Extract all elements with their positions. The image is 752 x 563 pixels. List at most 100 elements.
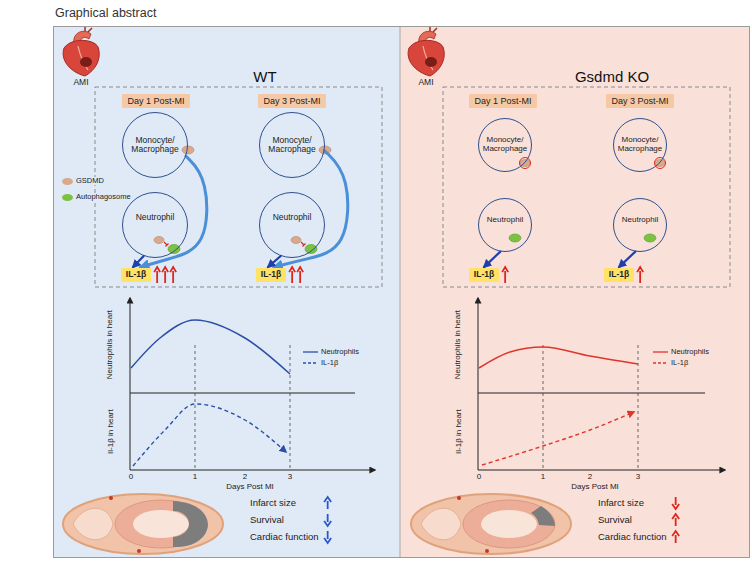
- inhibition-mark: [164, 242, 169, 247]
- knockout-ring: [520, 158, 531, 169]
- heart-body: [408, 40, 444, 76]
- axis-title: Neutrophils in heart: [105, 310, 114, 379]
- legend-line-sample: [653, 360, 668, 366]
- infarct-area: [173, 501, 208, 547]
- node-text: Day 3 Post-MI: [611, 96, 668, 106]
- gsdmd-mark: [655, 160, 665, 167]
- legend-item: IL-1β: [302, 359, 339, 368]
- legend-text: Neutrophils: [321, 348, 359, 357]
- axis-title: Days Post MI: [571, 482, 619, 491]
- condition-panel: WTDay 1 Post-MIDay 3 Post-MIMonocyte/ Ma…: [54, 27, 400, 557]
- node-text: IL-1β: [126, 269, 146, 279]
- timepoint-box: Day 1 Post-MI: [469, 94, 536, 108]
- knockout-ring: [655, 158, 666, 169]
- gsdmd-mark: [291, 237, 301, 244]
- increase-arrow: [289, 267, 295, 283]
- cytokine-box: IL-1β: [121, 268, 151, 282]
- tick-label: 3: [636, 472, 640, 481]
- outer-frame: [54, 27, 750, 558]
- left-ventricle-wall: [115, 500, 207, 548]
- gsdmd-mark: [182, 146, 194, 154]
- signal-arrow: [268, 256, 281, 267]
- site-label: AMI: [418, 78, 433, 88]
- legend-line: [303, 362, 318, 363]
- legend-swatch: [62, 194, 73, 201]
- node-text: Monocyte/ Macrophage: [615, 136, 665, 154]
- axis-title: Il-1β in heart: [453, 410, 462, 455]
- x-axis: [478, 470, 725, 471]
- tick-label: 3: [288, 472, 292, 481]
- dashed-frame: [95, 87, 382, 287]
- timepoint-box: Day 1 Post-MI: [122, 94, 189, 108]
- increase-arrow: [672, 514, 679, 526]
- outcome-label: Infarct size: [250, 498, 296, 509]
- cell-circle: Neutrophil: [259, 192, 325, 258]
- heart-body: [63, 40, 99, 76]
- node-text: IL-1β: [609, 269, 629, 279]
- ko-panel-ground: [400, 27, 749, 557]
- left-ventricle-cavity: [481, 510, 537, 538]
- outcome-label: Cardiac function: [598, 532, 667, 543]
- increase-arrow: [672, 531, 679, 543]
- gsdmd-mark: [154, 237, 164, 244]
- signal-arrow: [484, 252, 500, 268]
- right-ventricle: [73, 508, 113, 540]
- node-text: Neutrophil: [126, 213, 184, 222]
- left-ventricle-cavity: [133, 510, 189, 538]
- node-text: Monocyte/ Macrophage: [263, 136, 321, 155]
- y-axis: [130, 298, 131, 470]
- outcome-label: Infarct size: [598, 498, 644, 509]
- panel-title: Gsdmd KO: [575, 68, 649, 85]
- neutrophil-curve: [479, 347, 638, 368]
- site-label: AMI: [73, 78, 88, 88]
- signal-arrow: [141, 156, 207, 267]
- coronary-dot: [485, 549, 489, 553]
- outcome-label: Survival: [250, 515, 284, 526]
- cell-circle: Neutrophil: [613, 198, 667, 252]
- cell-circle: Neutrophil: [478, 198, 532, 252]
- increase-arrow: [170, 267, 176, 283]
- increase-arrow: [162, 267, 168, 283]
- legend-line: [653, 351, 668, 352]
- day-marker: [543, 345, 544, 470]
- legend-item: IL-1β: [652, 359, 689, 368]
- increase-arrow: [297, 267, 303, 283]
- il1b-curve: [133, 404, 286, 466]
- cell-circle: Monocyte/ Macrophage: [259, 112, 325, 178]
- tick-label: 1: [541, 472, 545, 481]
- signal-arrow: [619, 252, 635, 268]
- node-text: IL-1β: [261, 269, 281, 279]
- cytokine-box: IL-1β: [604, 268, 634, 282]
- cytokine-box: IL-1β: [256, 268, 286, 282]
- legend-line-sample: [303, 360, 318, 366]
- legend-item: GSDMD: [61, 177, 105, 186]
- increase-arrow: [154, 267, 160, 283]
- condition-panel: Gsdmd KO Day 1 Post-MI Day 3 Post-MI Monocy…: [400, 27, 749, 557]
- legend-line-sample: [303, 349, 318, 355]
- wt-panel-ground: [54, 27, 400, 557]
- tick-label: 0: [477, 472, 481, 481]
- timepoint-box: Day 3 Post-MI: [258, 94, 325, 108]
- vessel: [430, 27, 437, 32]
- increase-arrow: [324, 497, 331, 509]
- tick-label: 2: [243, 472, 247, 481]
- legend-text: Neutrophils: [671, 348, 709, 357]
- legend-line: [653, 362, 668, 363]
- pericardium: [63, 494, 223, 554]
- axis-title: Neutrophils in heart: [453, 310, 462, 379]
- infarct-spot: [80, 57, 92, 67]
- cell-circle: Monocyte/ Macrophage: [613, 118, 667, 172]
- time-course-chart: [130, 298, 375, 470]
- legend-line: [303, 351, 318, 352]
- axis-title: Days Post MI: [226, 482, 274, 491]
- axis-title: Il-1β in heart: [105, 410, 114, 455]
- neutrophil-curve: [131, 320, 290, 374]
- legend-line-sample: [653, 349, 668, 355]
- day-marker: [195, 345, 196, 470]
- signal-arrow: [274, 151, 348, 267]
- autophagosome-mark: [305, 245, 317, 254]
- heart-cross-section: [63, 494, 223, 554]
- autophagosome-mark: [168, 245, 180, 254]
- heart-icon: [63, 27, 99, 76]
- right-ventricle: [421, 508, 461, 540]
